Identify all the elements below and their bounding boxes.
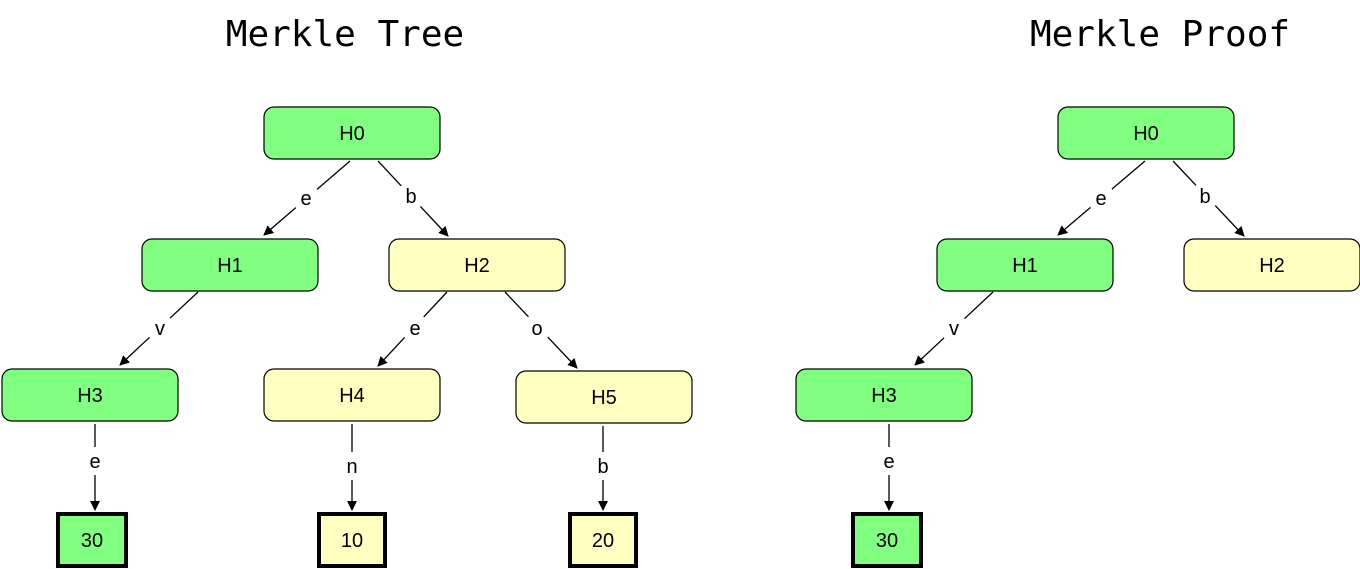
tree-edge-h0-h2-start — [377, 160, 402, 187]
proof-node-label-h2: H2 — [1259, 255, 1285, 277]
tree-edge-label-h2-h4: e — [409, 318, 420, 340]
merkle-tree-title: Merkle Tree — [226, 14, 464, 55]
tree-node-label-l10: 10 — [341, 530, 363, 552]
tree-edge-h2-h4-start — [423, 291, 448, 318]
tree-node-h4 — [263, 368, 441, 422]
tree-node-label-h5: H5 — [591, 387, 617, 409]
proof-node-label-h0: H0 — [1133, 123, 1159, 145]
tree-node-l20 — [568, 512, 638, 568]
proof-node-label-h3: H3 — [871, 385, 897, 407]
proof-node-h2 — [1183, 238, 1360, 292]
proof-edge-h0-h2-arrow — [1214, 205, 1245, 237]
tree-node-label-h1: H1 — [217, 255, 243, 277]
tree-edge-h0-h1-start — [316, 160, 351, 190]
proof-edge-h0-h2-start — [1172, 160, 1197, 186]
tree-edge-label-h3-l30: e — [89, 451, 100, 473]
tree-node-h2 — [388, 238, 566, 292]
proof-edge-label-h0-h2: b — [1199, 186, 1210, 208]
proof-edge-label-h0-h1: e — [1095, 188, 1106, 210]
tree-edge-h0-h2-arrow — [419, 205, 449, 237]
tree-edge-h1-h3-arrow — [119, 336, 151, 366]
tree-node-h0 — [263, 106, 441, 160]
tree-node-label-l20: 20 — [592, 530, 614, 552]
tree-node-h3 — [1, 368, 179, 422]
proof-edge-h0-h1-arrow — [1057, 206, 1091, 236]
proof-node-h3 — [795, 368, 973, 422]
proof-edge-h0-h1-start — [1111, 160, 1146, 190]
tree-edge-h2-h5-arrow — [547, 336, 578, 369]
tree-edge-h0-h1-arrow — [263, 207, 297, 236]
tree-node-label-h4: H4 — [339, 385, 365, 407]
tree-edge-label-h1-h3: v — [155, 318, 165, 340]
merkle-proof-title: Merkle Proof — [1030, 14, 1290, 55]
proof-node-label-l30: 30 — [876, 530, 898, 552]
proof-node-label-h1: H1 — [1012, 255, 1038, 277]
tree-node-h1 — [141, 238, 319, 292]
tree-node-h5 — [515, 370, 693, 424]
tree-node-l10 — [317, 512, 387, 568]
tree-node-label-h2: H2 — [464, 255, 490, 277]
proof-edge-h1-h3-start — [964, 291, 994, 320]
tree-edge-label-h0-h2: b — [405, 186, 416, 208]
tree-node-label-h3: H3 — [77, 385, 103, 407]
tree-edge-label-h4-l10: n — [346, 456, 357, 478]
proof-node-h0 — [1057, 106, 1235, 160]
tree-edge-label-h5-l20: b — [597, 456, 608, 478]
proof-edge-label-h3-l30: e — [883, 451, 894, 473]
tree-edge-label-h2-h5: o — [531, 318, 542, 340]
tree-node-label-h0: H0 — [339, 123, 365, 145]
proof-node-h1 — [936, 238, 1114, 292]
tree-edge-h2-h5-start — [504, 291, 529, 318]
tree-edge-label-h0-h1: e — [300, 188, 311, 210]
proof-edge-h1-h3-arrow — [914, 337, 945, 366]
tree-node-l30 — [56, 512, 128, 568]
tree-edge-h2-h4-arrow — [377, 337, 406, 367]
tree-edge-h1-h3-start — [169, 291, 199, 319]
tree-node-label-l30: 30 — [81, 530, 103, 552]
proof-node-l30 — [851, 512, 923, 568]
proof-edge-label-h1-h3: v — [949, 318, 959, 340]
